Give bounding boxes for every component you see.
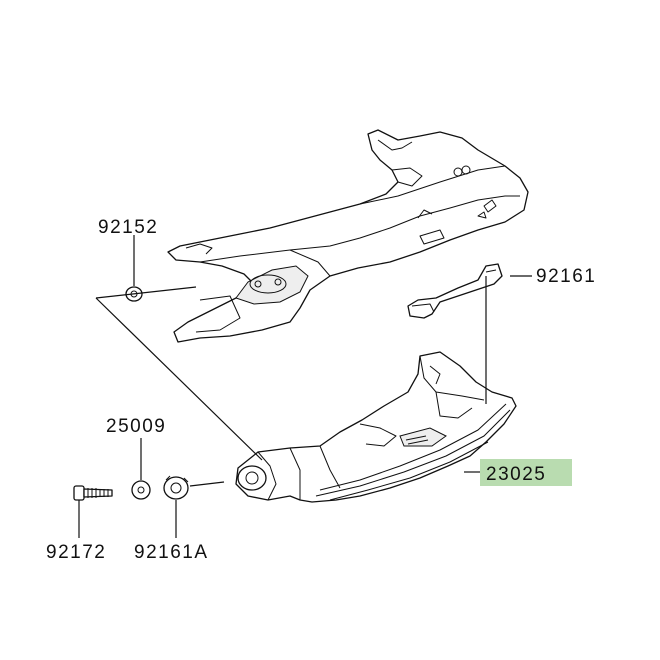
part-label-92152: 92152 [98, 217, 158, 238]
part-highlight-23025 [480, 459, 572, 486]
rubber-strap [407, 263, 503, 319]
part-label-92161A: 92161A [134, 542, 209, 563]
screw-92172 [73, 485, 113, 501]
tail-light-assembly [235, 351, 517, 503]
seat-cowl-upper [167, 129, 529, 343]
leader-lines [78, 235, 532, 538]
part-label-25009: 25009 [106, 416, 166, 437]
part-labels: 92152 92161 25009 23025 92172 92161A [46, 217, 596, 563]
part-label-23025: 23025 [486, 464, 546, 485]
damper-92161A [163, 475, 189, 500]
washer-25009 [131, 480, 151, 500]
part-label-92172: 92172 [46, 542, 106, 563]
part-label-92161: 92161 [536, 266, 596, 287]
